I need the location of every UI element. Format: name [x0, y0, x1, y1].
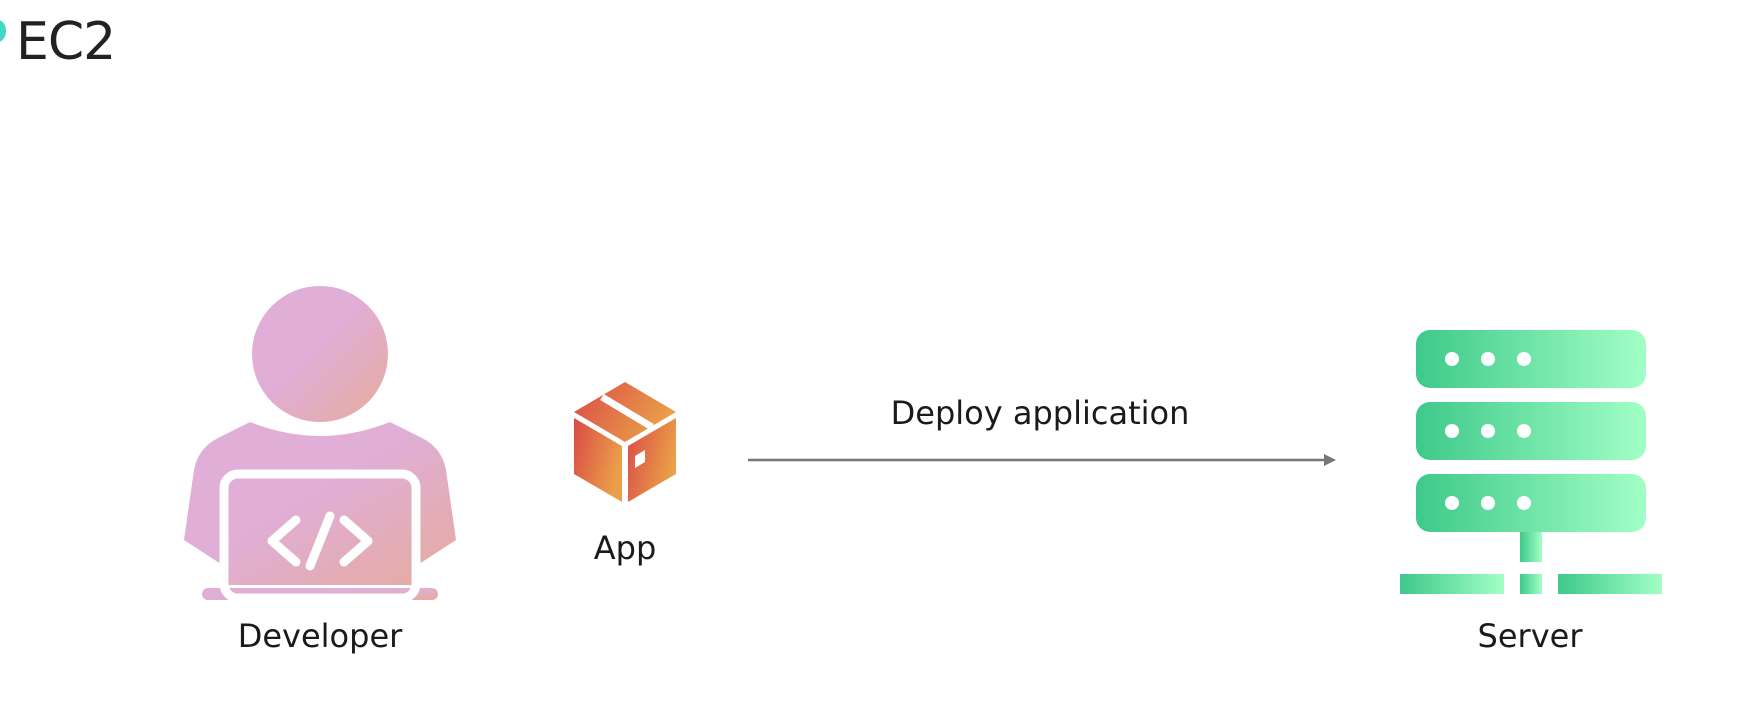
server-rack-icon: [1400, 330, 1662, 594]
developer-laptop-icon: [184, 286, 456, 603]
package-box-icon: [572, 382, 678, 504]
server-label: Server: [1477, 617, 1583, 655]
deploy-edge-label: Deploy application: [890, 394, 1190, 432]
developer-label: Developer: [237, 617, 403, 655]
page-title: EC2: [16, 12, 116, 72]
title-accent-dot: [0, 20, 6, 42]
app-label: App: [593, 529, 657, 567]
deploy-arrow: [748, 454, 1336, 466]
